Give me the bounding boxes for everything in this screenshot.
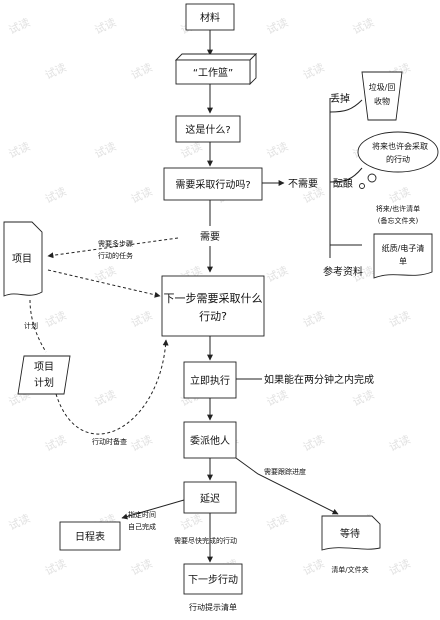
- label-yes: 需要: [200, 231, 220, 243]
- node-inbox: “工作篮”: [174, 52, 258, 86]
- node-project-plan-line2: 计划: [34, 376, 54, 389]
- watermark-text: 试读: [387, 184, 413, 206]
- svg-text:的行动: 的行动: [386, 154, 410, 164]
- label-multi-step-2: 行动的任务: [98, 251, 133, 260]
- watermark-text: 试读: [264, 263, 290, 285]
- watermark-text: 试读: [301, 60, 327, 82]
- label-someday-list-1: 将来/也许清单: [376, 204, 420, 213]
- label-specific-time-1: 指定时间: [128, 510, 156, 519]
- node-project-plan: 项目 计划: [17, 355, 71, 395]
- node-materials-label: 材料: [200, 11, 220, 24]
- node-waiting: 等待: [321, 515, 381, 551]
- node-calendar-label: 日程表: [75, 530, 105, 543]
- node-waiting-label: 等待: [340, 527, 360, 540]
- label-trash: 丢掉: [330, 92, 350, 105]
- watermark-text: 试读: [129, 556, 155, 578]
- node-next-actions-label: 下一步行动: [188, 573, 238, 586]
- node-next-action-question: 下一步需要采取什么 行动?: [161, 275, 265, 337]
- watermark-text: 试读: [301, 556, 327, 578]
- label-reminders: 行动提示清单: [189, 602, 237, 612]
- watermark-text: 试读: [387, 308, 413, 330]
- paper-file-icon: 纸质/电子清 单: [373, 233, 433, 279]
- watermark-text: 试读: [6, 139, 32, 161]
- label-asap: 需要尽快完成的行动: [174, 536, 237, 545]
- label-plan: 计划: [24, 321, 38, 330]
- watermark-text: 试读: [129, 308, 155, 330]
- watermark-text: 试读: [350, 15, 376, 37]
- node-do-it: 立即执行: [183, 361, 237, 399]
- label-waiting-list: 清单/文件夹: [331, 565, 368, 574]
- label-multi-step-1: 需要多步骤: [98, 239, 133, 248]
- watermark-text: 试读: [92, 387, 118, 409]
- node-delegate: 委派他人: [183, 421, 237, 459]
- node-inbox-label: “工作篮”: [193, 66, 233, 79]
- watermark-text: 试读: [43, 556, 69, 578]
- watermark-text: 试读: [129, 432, 155, 454]
- watermark-text: 试读: [301, 432, 327, 454]
- label-reference: 参考资料: [323, 265, 363, 278]
- watermark-text: 试读: [129, 184, 155, 206]
- watermark-text: 试读: [178, 511, 204, 533]
- svg-text:单: 单: [399, 256, 407, 266]
- watermark-text: 试读: [92, 15, 118, 37]
- trash-bin-icon: 垃圾/回 收物: [361, 71, 403, 121]
- label-incubate: 酝酿: [333, 177, 353, 190]
- label-no: 不需要: [288, 178, 318, 190]
- label-someday-list-2: (备忘文件夹): [378, 216, 419, 225]
- watermark-text: 试读: [350, 387, 376, 409]
- node-next-action-line1: 下一步需要采取什么: [164, 292, 263, 305]
- watermark-text: 试读: [264, 387, 290, 409]
- watermark-text: 试读: [264, 139, 290, 161]
- watermark-text: 试读: [264, 511, 290, 533]
- node-what-label: 这是什么?: [185, 123, 230, 136]
- node-actionable-label: 需要采取行动吗?: [175, 178, 250, 191]
- node-delegate-label: 委派他人: [190, 434, 230, 447]
- svg-text:将来也许会采取: 将来也许会采取: [372, 141, 428, 151]
- watermark-text: 试读: [43, 60, 69, 82]
- node-materials: 材料: [185, 3, 235, 31]
- node-defer: 延迟: [183, 481, 237, 514]
- node-next-actions: 下一步行动: [183, 563, 243, 595]
- node-project: 项目: [3, 221, 43, 297]
- node-next-action-line2: 行动?: [199, 310, 227, 323]
- svg-text:收物: 收物: [374, 96, 390, 106]
- watermark-text: 试读: [387, 432, 413, 454]
- watermark-text: 试读: [6, 511, 32, 533]
- watermark-text: 试读: [301, 308, 327, 330]
- svg-text:纸质/电子清: 纸质/电子清: [382, 243, 425, 253]
- node-what: 这是什么?: [175, 115, 241, 143]
- watermark-text: 试读: [92, 139, 118, 161]
- watermark-text: 试读: [129, 60, 155, 82]
- watermark-text: 试读: [6, 15, 32, 37]
- thought-cloud-icon: 将来也许会采取 的行动: [357, 131, 439, 189]
- label-two-minutes: 如果能在两分钟之内完成: [264, 373, 374, 386]
- watermark-text: 试读: [43, 184, 69, 206]
- node-calendar: 日程表: [59, 521, 121, 551]
- node-do-it-label: 立即执行: [190, 374, 230, 387]
- watermark-text: 试读: [264, 15, 290, 37]
- node-defer-label: 延迟: [200, 492, 220, 505]
- node-project-plan-line1: 项目: [34, 361, 54, 373]
- label-review: 行动时备查: [92, 437, 127, 446]
- watermark-text: 试读: [387, 556, 413, 578]
- label-track: 需要跟踪进度: [264, 467, 306, 476]
- label-specific-time-2: 自己完成: [128, 522, 156, 531]
- node-actionable: 需要采取行动吗?: [163, 167, 263, 201]
- watermark-text: 试读: [43, 432, 69, 454]
- node-project-label: 项目: [12, 253, 32, 265]
- svg-text:垃圾/回: 垃圾/回: [369, 82, 396, 92]
- watermark-text: 试读: [43, 308, 69, 330]
